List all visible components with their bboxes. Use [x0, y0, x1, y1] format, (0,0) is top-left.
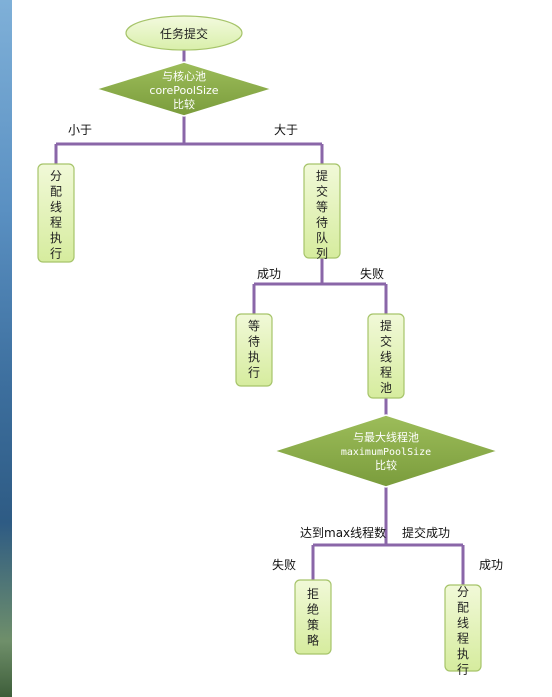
- edge-label-fail-1: 失败: [360, 266, 384, 281]
- edge-label-success-2: 成功: [479, 558, 503, 572]
- decision-max-pool-line2: maximumPoolSize: [341, 447, 431, 458]
- connectors: [54, 49, 465, 585]
- decision-core-pool: 与核心池 corePoolSize 比较: [93, 61, 275, 117]
- edge-label-fail-2: 失败: [272, 557, 296, 572]
- alloc-thread-box-1: 分配线程执行: [37, 163, 75, 263]
- edge-label-submit-success: 提交成功: [402, 525, 450, 540]
- edge-label-less: 小于: [68, 123, 92, 137]
- decision-core-pool-line1: 与核心池: [162, 69, 206, 83]
- edge-label-success-1: 成功: [257, 267, 281, 281]
- wait-execute-box-label: 等待执行: [248, 319, 260, 380]
- alloc-thread-box-2-label: 分配线程执行: [457, 585, 469, 677]
- decision-max-pool-line1: 与最大线程池: [353, 430, 419, 444]
- decision-max-pool-line3: 比较: [375, 458, 397, 472]
- submit-queue-box-label: 提交等待队列: [316, 168, 328, 261]
- alloc-thread-box-1-label: 分配线程执行: [50, 169, 62, 261]
- reject-policy-box: 拒绝策略: [294, 579, 332, 655]
- edge-label-greater: 大于: [274, 123, 298, 137]
- start-node-label: 任务提交: [160, 26, 208, 41]
- reject-policy-box-label: 拒绝策略: [307, 587, 319, 648]
- edge-label-reach-max: 达到max线程数: [300, 525, 386, 540]
- wait-execute-box: 等待执行: [235, 313, 273, 387]
- start-node: 任务提交: [125, 15, 243, 51]
- background-stripe: [0, 0, 12, 697]
- submit-pool-box: 提交线程池: [367, 313, 405, 399]
- submit-pool-box-label: 提交线程池: [380, 318, 392, 395]
- submit-queue-box: 提交等待队列: [303, 163, 341, 261]
- decision-max-pool: 与最大线程池 maximumPoolSize 比较: [271, 414, 501, 488]
- decision-core-pool-line3: 比较: [173, 97, 195, 111]
- decision-core-pool-line2: corePoolSize: [149, 84, 218, 97]
- alloc-thread-box-2: 分配线程执行: [444, 584, 482, 677]
